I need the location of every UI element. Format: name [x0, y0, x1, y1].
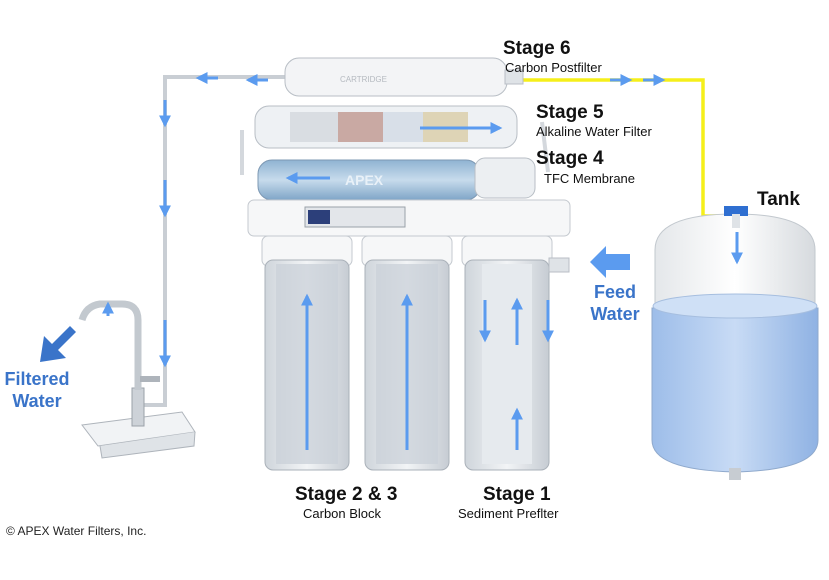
- housing-brand-text: APEX: [345, 172, 384, 188]
- stage5-subtitle: Alkaline Water Filter: [536, 124, 652, 139]
- flow-arrows: [102, 72, 743, 450]
- storage-tank: [651, 206, 819, 480]
- feed-water-line1: Feed: [593, 282, 636, 302]
- stage6-housing: CARTRIDGE: [284, 57, 524, 97]
- copyright-notice: © APEX Water Filters, Inc.: [6, 524, 147, 538]
- filtered-water-label: Filtered Water: [0, 368, 80, 412]
- manifold-bracket: [247, 199, 571, 237]
- inter-stage-tube: [240, 121, 550, 175]
- feed-water-label: Feed Water: [580, 281, 650, 325]
- stage4-housing: APEX: [257, 157, 536, 201]
- stage5-title: Stage 5: [536, 102, 604, 123]
- output-tube: [140, 75, 292, 407]
- tank-label: Tank: [757, 189, 800, 210]
- feed-arrow-icon: [590, 246, 630, 278]
- stage1-title: Stage 1: [483, 484, 551, 505]
- stage6-subtitle: Carbon Postfilter: [505, 60, 602, 75]
- stage4-subtitle: TFC Membrane: [544, 171, 636, 186]
- stage1-subtitle: Sediment Preflter: [458, 506, 559, 521]
- stage2-canister: [261, 235, 353, 471]
- housing-cartridge-text: CARTRIDGE: [340, 75, 387, 84]
- stage5-housing: [254, 105, 518, 149]
- filtered-water-line2: Water: [12, 391, 62, 411]
- stage4-title: Stage 4: [536, 148, 604, 169]
- stage23-title: Stage 2 & 3: [295, 484, 398, 505]
- filtered-water-line1: Filtered: [4, 369, 70, 389]
- filtered-arrow-icon: [40, 320, 76, 362]
- faucet: [78, 300, 196, 459]
- stage6-title: Stage 6: [503, 38, 571, 59]
- feed-water-line2: Water: [590, 304, 640, 324]
- stage23-subtitle: Carbon Block: [303, 506, 382, 521]
